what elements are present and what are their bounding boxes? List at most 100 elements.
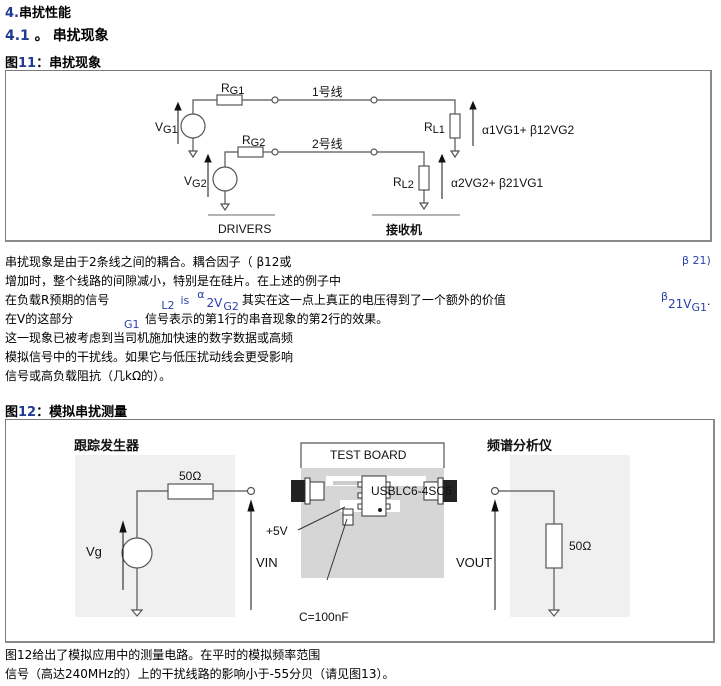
figure12-circuit: 跟踪发生器 频谱分析仪 TEST BOARD USBLC6-4SC6 50Ω 5… [74,438,630,624]
ground-rl2 [418,202,430,211]
label-vout: VOUT [456,555,492,570]
paragraph1-is: is [180,294,190,307]
label-cap: C=100nF [299,610,349,624]
paragraph1-g1: G1 [124,318,140,331]
label-rg1: RG1 [221,81,244,97]
analyzer-box [510,455,630,617]
label-supply: +5V [266,524,288,538]
paragraph1-dot: · [707,298,711,311]
figure11-caption-prefix: 图 [5,56,19,71]
label-r-out: 50Ω [569,539,591,553]
subsection-title: 串扰现象 [52,28,109,44]
source-vg1 [180,113,206,139]
figure12-caption-text: ：模拟串扰测量 [36,405,128,420]
paragraph1-2v: 2V [206,296,223,310]
figure11-caption-number: 11 [18,56,37,71]
wire-gen-top [136,490,168,540]
figure11-caption-text: ：串扰现象 [36,56,102,71]
label-out2: α2VG2+ β21VG1 [451,176,544,190]
label-test-board: TEST BOARD [330,448,407,462]
ground-vg1 [187,150,199,159]
ground-vg2 [219,203,231,212]
paragraph1-g2: G2 [223,300,239,313]
label-chip: USBLC6-4SC6 [371,484,452,498]
paragraph1-line3: 在负载R预期的信号 [5,293,110,307]
paragraph1-beta: β [661,290,669,303]
resistor-ana [545,523,563,569]
wire-vg2-rg2 [224,151,238,167]
label-r-in: 50Ω [179,469,201,483]
label-drivers: DRIVERS [218,222,271,236]
paragraph1-line6: 模拟信号中的干扰线。如果它与低压扰动线会更受影响 [5,350,294,364]
paragraph1-line2: 增加时，整个线路的间隙减小，特别是在硅片。在上述的例子中 [5,274,342,288]
paragraph1-beta21-close: β 21) [682,254,711,267]
paragraph2-line2: 信号（高达240MHz的）上的干扰线路的影响小于-55分贝（请见图13）。 [5,667,395,681]
label-rl1: RL1 [424,120,445,136]
capacitor [342,508,354,526]
trace-inner [333,481,358,485]
terminal-1a [271,96,279,104]
paragraph1-line3-tail: 其实在这一点上真正的电压得到了一个额外的价值 [241,293,506,307]
subsection-number: 4.1 [5,28,30,44]
ground-ana [547,609,561,617]
test-board-header [300,442,445,468]
label-tracking-generator: 跟踪发生器 [74,438,140,453]
wire-vg1-rg1 [192,99,217,114]
wire-line2-rl2 [377,151,425,166]
paragraph1-line4-tail: 信号表示的第1行的串音现象的第2行的效果。 [145,312,389,326]
ground-gen [130,609,144,617]
paragraph2-line1: 图12给出了模拟应用中的测量电路。在平时的模拟频率范围 [5,648,321,662]
section-heading: 4.串扰性能 [5,2,71,21]
paragraph1-beta-term: β21VG1· [661,288,711,314]
paragraph1-l2: L2 [161,299,175,312]
label-rl2: RL2 [393,175,414,191]
section-title: 串扰性能 [18,6,71,21]
label-vg2: VG2 [184,174,207,190]
terminal-1b [370,96,378,104]
ground-rl1 [449,150,461,159]
subsection-heading: 4.1 。串扰现象 [5,25,109,45]
figure12-caption: 图12：模拟串扰测量 [5,401,127,420]
connector-right [423,477,457,505]
label-vg1: VG1 [155,120,178,136]
label-out1: α1VG1+ β12VG2 [482,123,575,137]
figure12-caption-number: 12 [18,405,37,420]
generator-box [75,455,235,617]
terminal-2a [271,148,279,156]
paragraph1-line5: 这一现象已被考虑到当司机施加快速的数字数据或高频 [5,331,294,345]
paragraph1-term-g1: G1 [691,301,708,314]
subsection-sep: 。 [29,28,49,44]
section-number: 4. [5,6,19,21]
leader-supply [297,506,346,531]
paragraph1-21v: 21V [668,297,692,311]
figure12-caption-prefix: 图 [5,405,19,420]
resistor-rl2 [418,165,430,191]
figure11-circuit: RG1 RG2 1号线 2号线 VG1 VG2 RL1 RL2 α1VG1+ β… [155,81,575,237]
paragraph1-alpha: α [197,288,205,301]
resistor-gen [167,483,214,500]
figure11-frame [5,70,712,242]
resistor-rl1 [449,113,461,139]
label-vin: VIN [256,555,278,570]
label-rg2: RG2 [242,133,265,149]
paragraph1-line4: 在V的这部分 [5,312,74,326]
terminal-vin [246,486,256,496]
source-vg [121,537,153,569]
label-line1: 1号线 [312,85,343,99]
leader-cap [326,518,348,581]
paragraph1-line7: 信号或高负载阻抗（几kΩ的）。 [5,369,172,383]
wire-ana-top [498,490,555,524]
label-spectrum-analyzer: 频谱分析仪 [487,438,553,453]
wire-line1-rl1 [377,99,456,114]
chip-usblc6 [357,475,391,517]
source-vg2 [212,166,238,192]
label-line2: 2号线 [312,137,343,151]
terminal-2b [370,148,378,156]
connector-left [291,477,325,505]
paragraph1-line1: 串扰现象是由于2条线之间的耦合。耦合因子（ β12或 [5,255,292,269]
label-receivers: 接收机 [386,222,422,237]
terminal-vout [490,486,500,496]
label-vg: Vg [86,544,102,559]
figure11-caption: 图11：串扰现象 [5,52,101,71]
